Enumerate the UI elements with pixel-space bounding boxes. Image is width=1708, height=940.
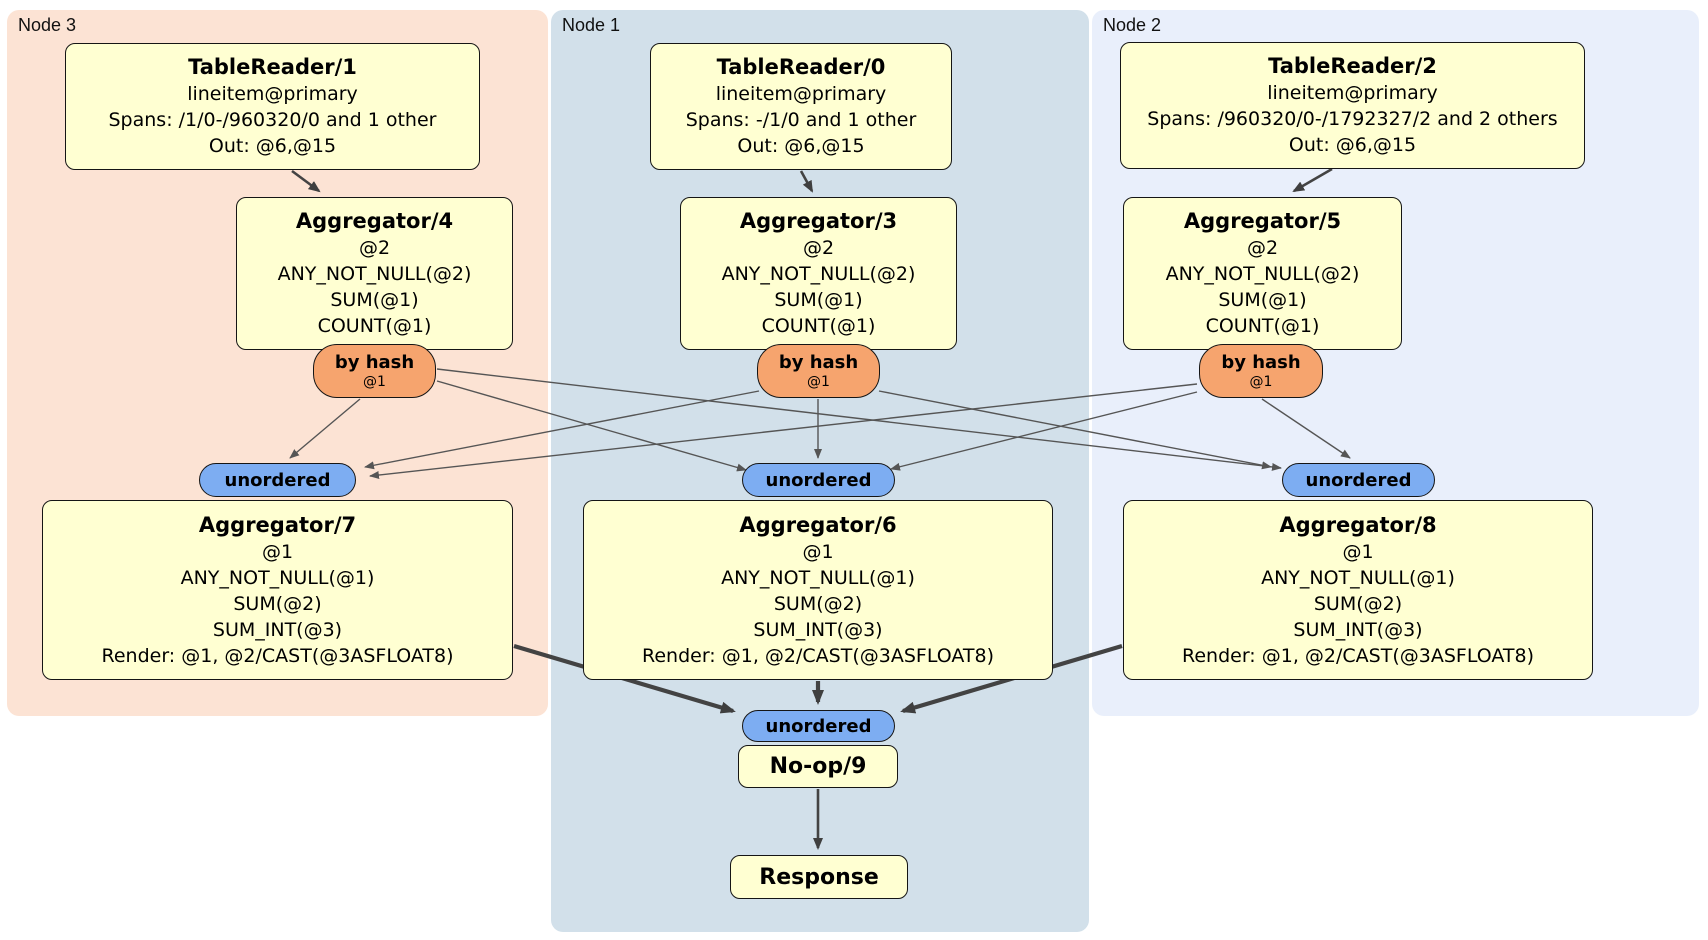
node-detail: SUM_INT(@3) bbox=[212, 618, 343, 641]
node-detail: Spans: /960320/0-/1792327/2 and 2 others bbox=[1147, 108, 1558, 130]
router-label: by hash bbox=[1221, 351, 1301, 373]
node-detail: SUM_INT(@3) bbox=[753, 618, 883, 641]
node-detail: SUM(@1) bbox=[774, 289, 863, 311]
node-detail: Render: @1, @2/CAST(@3ASFLOAT8) bbox=[642, 644, 994, 667]
edge-hash5-sync6 bbox=[890, 391, 1198, 471]
node-detail: Render: @1, @2/CAST(@3ASFLOAT8) bbox=[1182, 644, 1534, 667]
edge-tr1-agg4 bbox=[291, 169, 321, 193]
sync-unordered-6: unordered bbox=[742, 463, 895, 497]
router-label: by hash bbox=[334, 351, 415, 373]
node-detail: @2 bbox=[358, 237, 391, 259]
node-detail: Spans: -/1/0 and 1 other bbox=[685, 109, 917, 131]
sync-unordered-8: unordered bbox=[1282, 463, 1435, 497]
router-by-hash-3: by hash @1 bbox=[757, 344, 880, 398]
node-tablereader-2: TableReader/2 lineitem@primary Spans: /9… bbox=[1120, 42, 1585, 169]
edge-hash4-sync7 bbox=[289, 398, 361, 459]
node-title: Aggregator/3 bbox=[739, 209, 898, 233]
node-response: Response bbox=[730, 855, 908, 899]
node-detail: lineitem@primary bbox=[187, 83, 358, 105]
router-by-hash-5: by hash @1 bbox=[1199, 344, 1323, 398]
node-title: TableReader/1 bbox=[188, 55, 357, 79]
edge-hash4-sync6 bbox=[436, 380, 747, 472]
node-detail: @1 bbox=[1342, 540, 1374, 563]
node-aggregator-5: Aggregator/5 @2 ANY_NOT_NULL(@2) SUM(@1)… bbox=[1123, 197, 1402, 350]
edge-hash5-sync8 bbox=[1261, 398, 1351, 459]
node-title: Aggregator/8 bbox=[1279, 512, 1437, 537]
node-detail: SUM(@1) bbox=[330, 289, 419, 311]
node-title: TableReader/0 bbox=[716, 55, 886, 79]
region-node-1-label: Node 1 bbox=[562, 15, 621, 35]
node-detail: @2 bbox=[802, 237, 835, 259]
edge-tr2-agg5 bbox=[1292, 167, 1333, 193]
node-aggregator-7: Aggregator/7 @1 ANY_NOT_NULL(@1) SUM(@2)… bbox=[42, 500, 513, 680]
sync-unordered-7: unordered bbox=[199, 463, 356, 497]
node-detail: ANY_NOT_NULL(@1) bbox=[721, 566, 915, 589]
node-aggregator-4: Aggregator/4 @2 ANY_NOT_NULL(@2) SUM(@1)… bbox=[236, 197, 513, 350]
node-detail: ANY_NOT_NULL(@1) bbox=[180, 566, 375, 589]
node-aggregator-8: Aggregator/8 @1 ANY_NOT_NULL(@1) SUM(@2)… bbox=[1123, 500, 1593, 680]
node-detail: ANY_NOT_NULL(@2) bbox=[721, 263, 916, 285]
edge-tr0-agg3 bbox=[799, 170, 814, 193]
node-title: Aggregator/6 bbox=[739, 512, 897, 537]
node-detail: @1 bbox=[261, 540, 294, 563]
node-aggregator-3: Aggregator/3 @2 ANY_NOT_NULL(@2) SUM(@1)… bbox=[680, 197, 957, 350]
node-detail: Spans: /1/0-/960320/0 and 1 other bbox=[108, 109, 437, 131]
node-detail: lineitem@primary bbox=[715, 83, 887, 105]
router-detail: @1 bbox=[807, 373, 830, 390]
router-detail: @1 bbox=[1249, 373, 1273, 390]
node-title: Response bbox=[759, 864, 879, 890]
node-detail: SUM(@1) bbox=[1218, 289, 1307, 311]
node-detail: ANY_NOT_NULL(@2) bbox=[1165, 263, 1360, 285]
node-noop-9: No-op/9 bbox=[738, 745, 898, 788]
router-detail: @1 bbox=[363, 373, 386, 390]
node-detail: SUM(@2) bbox=[1313, 592, 1403, 615]
node-detail: COUNT(@1) bbox=[761, 315, 876, 337]
node-title: TableReader/2 bbox=[1268, 54, 1437, 78]
node-detail: lineitem@primary bbox=[1267, 82, 1438, 104]
node-title: Aggregator/5 bbox=[1183, 209, 1342, 233]
node-detail: COUNT(@1) bbox=[317, 315, 432, 337]
node-detail: SUM(@2) bbox=[233, 592, 322, 615]
node-detail: Render: @1, @2/CAST(@3ASFLOAT8) bbox=[101, 644, 454, 667]
node-aggregator-6: Aggregator/6 @1 ANY_NOT_NULL(@1) SUM(@2)… bbox=[583, 500, 1053, 680]
region-node-3-label: Node 3 bbox=[18, 15, 77, 35]
node-detail: ANY_NOT_NULL(@2) bbox=[277, 263, 472, 285]
node-detail: ANY_NOT_NULL(@1) bbox=[1261, 566, 1455, 589]
node-detail: COUNT(@1) bbox=[1205, 315, 1320, 337]
node-tablereader-1: TableReader/1 lineitem@primary Spans: /1… bbox=[65, 43, 480, 170]
node-detail: @2 bbox=[1246, 237, 1279, 259]
node-detail: SUM(@2) bbox=[773, 592, 863, 615]
region-node-2-label: Node 2 bbox=[1103, 15, 1162, 35]
edge-hash5-sync7 bbox=[369, 383, 1198, 479]
node-detail: SUM_INT(@3) bbox=[1293, 618, 1423, 641]
node-detail: @1 bbox=[802, 540, 834, 563]
router-by-hash-4: by hash @1 bbox=[313, 344, 436, 398]
edge-hash3-sync8 bbox=[878, 390, 1272, 470]
node-title: Aggregator/4 bbox=[295, 209, 454, 233]
node-detail: Out: @6,@15 bbox=[737, 135, 865, 157]
node-detail: Out: @6,@15 bbox=[208, 135, 337, 157]
router-label: by hash bbox=[778, 351, 859, 373]
sync-unordered-final: unordered bbox=[742, 710, 895, 742]
node-title: No-op/9 bbox=[769, 754, 867, 779]
edge-hash4-sync8 bbox=[436, 368, 1282, 471]
node-tablereader-0: TableReader/0 lineitem@primary Spans: -/… bbox=[650, 43, 952, 170]
edge-hash3-sync7 bbox=[364, 390, 760, 470]
node-detail: Out: @6,@15 bbox=[1288, 134, 1417, 156]
node-title: Aggregator/7 bbox=[198, 512, 357, 537]
